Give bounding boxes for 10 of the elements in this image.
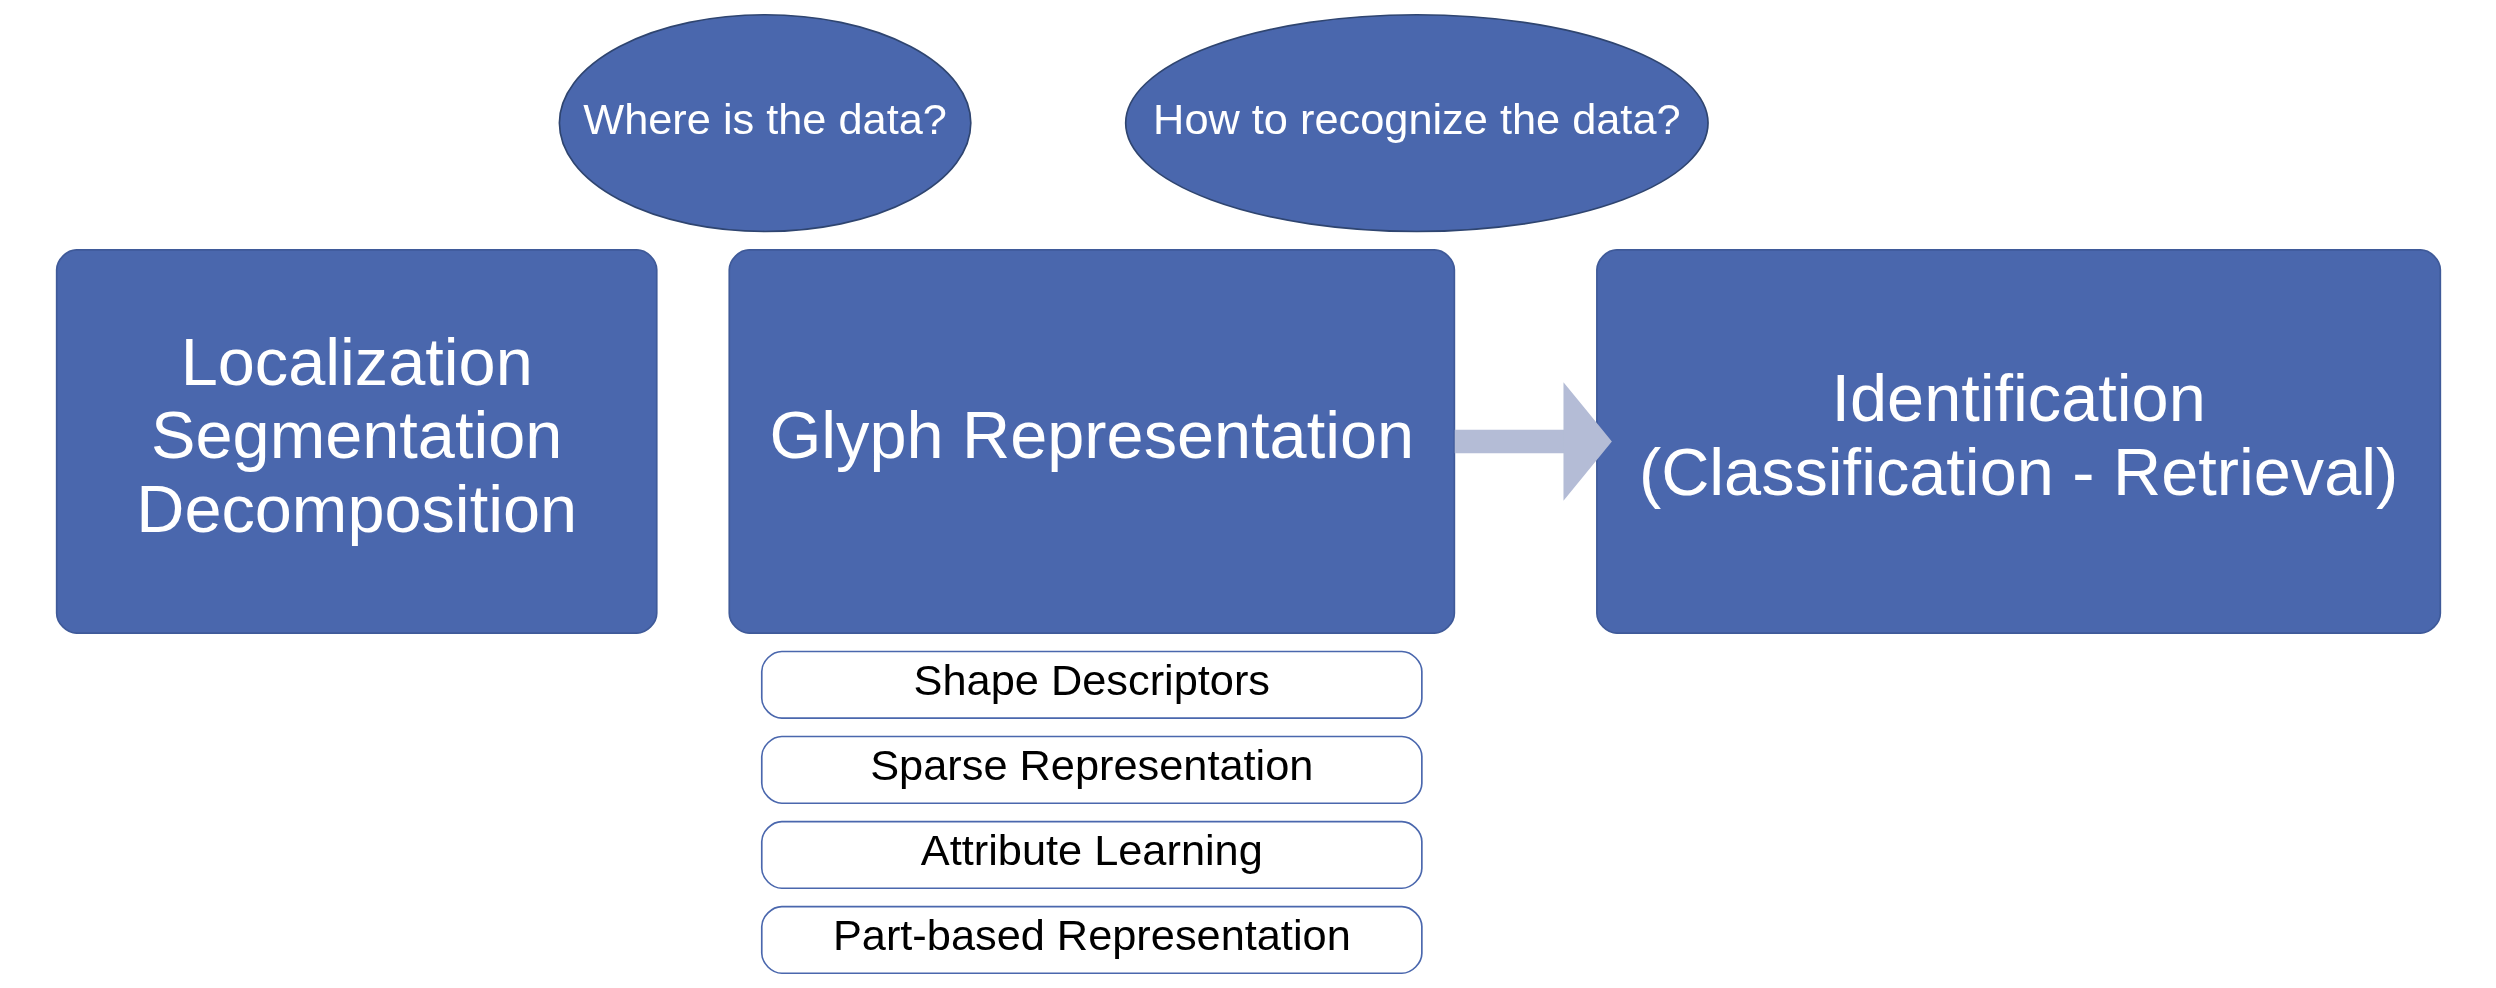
node-box: Attribute Learning xyxy=(760,820,1423,890)
node-box: Localization Segmentation Decomposition xyxy=(55,248,658,635)
node-ellipse: How to recognize the data? xyxy=(1124,13,1709,233)
node-box: Sparse Representation xyxy=(760,735,1423,805)
node-box: Identification (Classification - Retrieval) xyxy=(1595,248,2441,635)
node-ellipse: Where is the data? xyxy=(558,13,972,233)
node-box: Shape Descriptors xyxy=(760,650,1423,720)
arrow xyxy=(1454,382,1612,501)
node-box: Glyph Representation xyxy=(727,248,1455,635)
node-box: Part-based Representation xyxy=(760,905,1423,975)
